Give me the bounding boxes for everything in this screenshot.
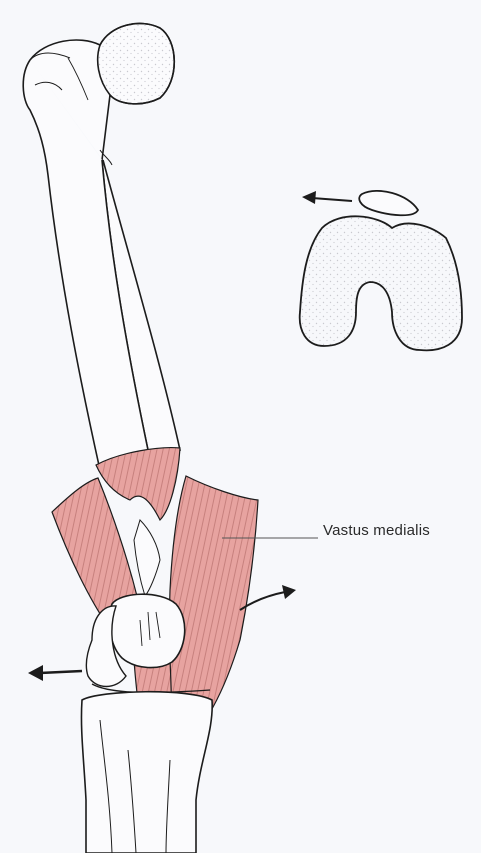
femur [23, 23, 180, 470]
lower-leg-bones [81, 692, 212, 853]
patella [109, 594, 184, 667]
patella-section-arrow [302, 191, 352, 204]
femur-cross-section [300, 191, 462, 350]
vastus-medialis-label: Vastus medialis [323, 522, 430, 539]
femoral-head [98, 23, 175, 103]
patella-section [359, 191, 418, 215]
patella-lateral-arrow [28, 665, 82, 681]
